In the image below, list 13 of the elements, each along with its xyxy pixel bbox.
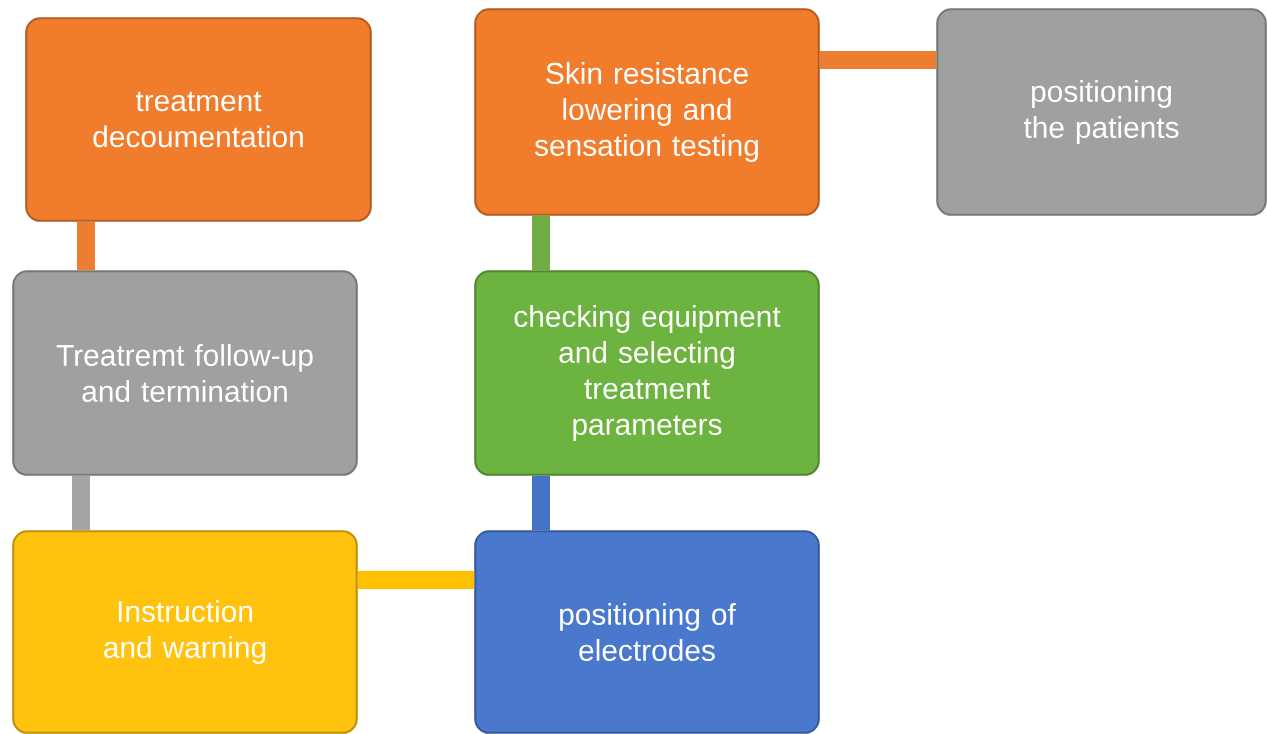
connector-bar <box>532 475 550 531</box>
connector-bar <box>532 215 550 271</box>
process-box: positioning of electrodes <box>474 530 820 734</box>
connector-bar <box>72 475 90 531</box>
process-box: Instruction and warning <box>12 530 358 734</box>
process-box: positioning the patients <box>936 8 1267 216</box>
process-box: Treatremt follow-up and termination <box>12 270 358 476</box>
connector-bar <box>77 221 95 271</box>
connector-bar <box>819 51 937 69</box>
process-box: checking equipment and selecting treatment parameters <box>474 270 820 476</box>
connector-bar <box>357 571 475 589</box>
process-box: Skin resistance lowering and sensation testing <box>474 8 820 216</box>
process-box: treatment decoumentation <box>25 17 372 222</box>
